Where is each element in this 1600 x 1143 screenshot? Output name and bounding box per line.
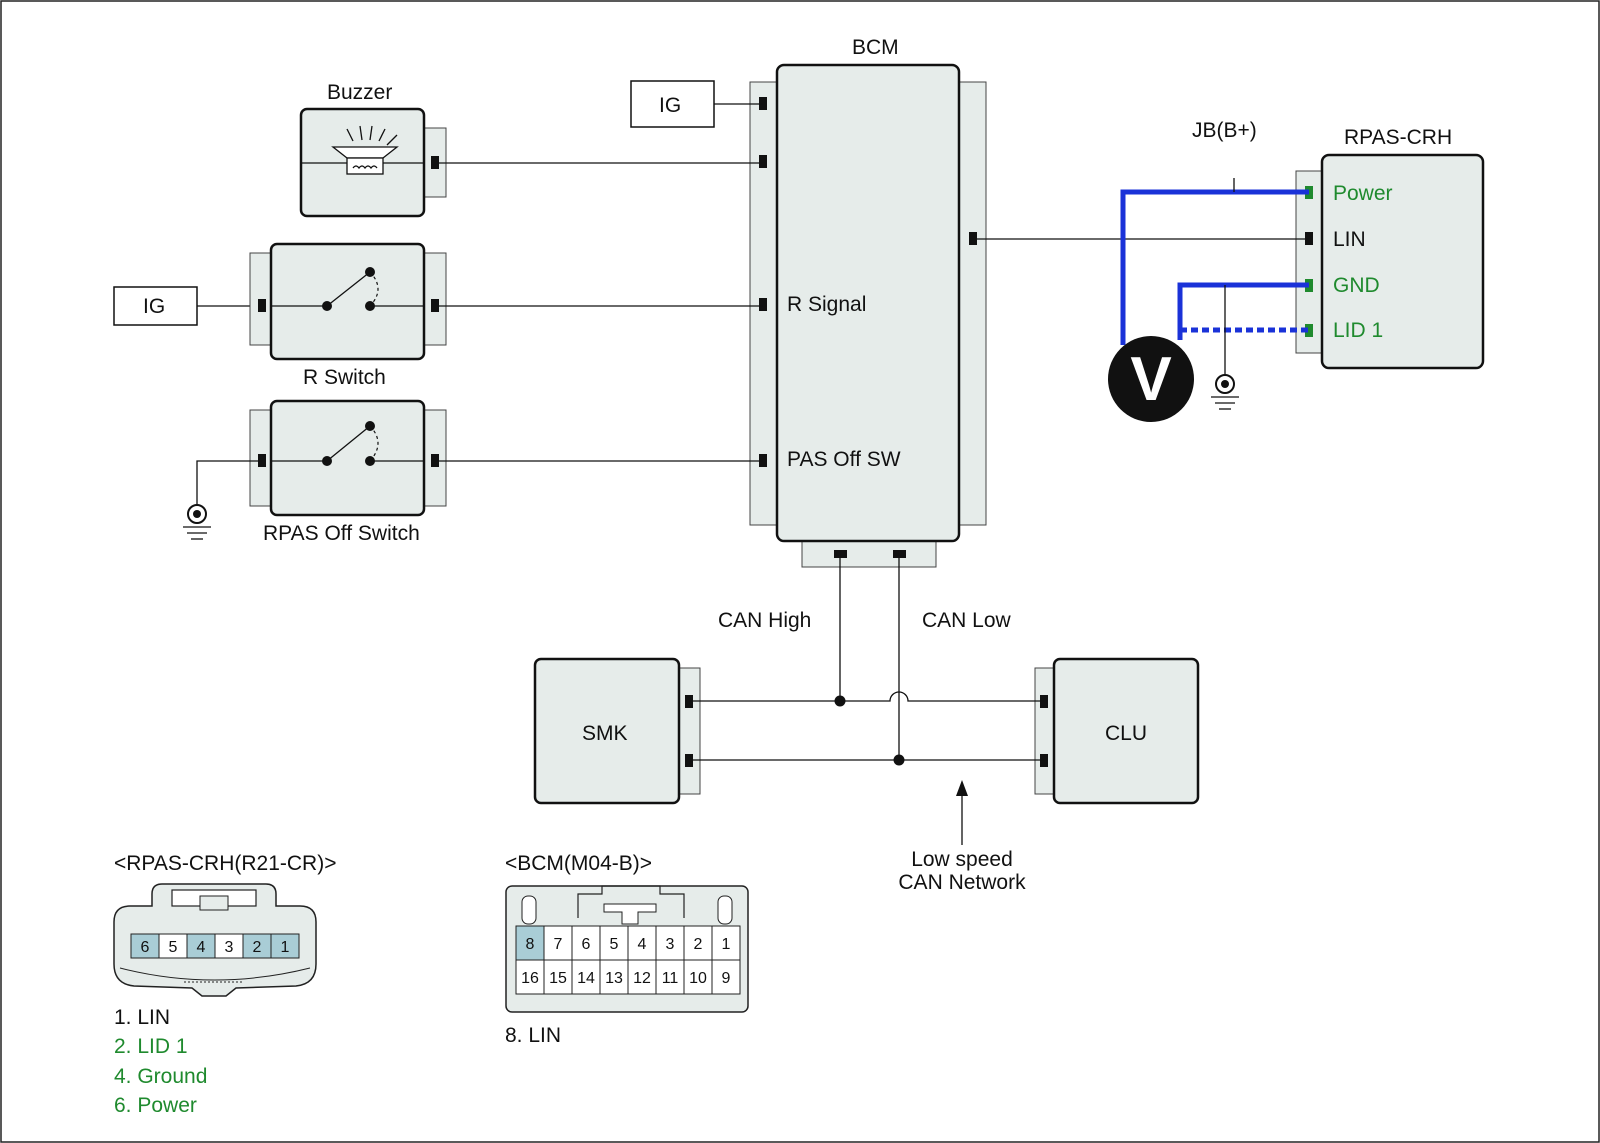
ground-icon	[183, 504, 211, 540]
bcm-pin-cell-label: 15	[549, 970, 567, 987]
bcm-pin-cell-label: 16	[521, 970, 539, 987]
rpas-pin-cell-label: 5	[169, 939, 178, 956]
bcm-pin-cell-label: 14	[577, 970, 595, 987]
bcm-connector-title: <BCM(M04-B)>	[505, 852, 652, 875]
smk-label: SMK	[582, 722, 628, 745]
can-note-line2: CAN Network	[898, 871, 1026, 894]
ig-left-label: IG	[143, 295, 165, 318]
rpas-crh-pin-lin: LIN	[1333, 228, 1366, 251]
buzzer-icon	[301, 125, 424, 175]
bcm-pin-cell	[543, 925, 573, 961]
rpas-legend-2: 2. LID 1	[114, 1035, 188, 1058]
rpas-pin-cell-label: 1	[281, 939, 290, 956]
ig-top-label: IG	[659, 94, 681, 117]
can-high-label: CAN High	[718, 609, 811, 632]
ground-icon	[1211, 374, 1239, 410]
bcm-pin-cell-label: 8	[526, 936, 535, 953]
clu-module: CLU	[1034, 657, 1200, 805]
rpas-pin-cell-label: 3	[225, 939, 234, 956]
rpas-crh-pin-power: Power	[1333, 182, 1393, 205]
switch-icon	[271, 421, 424, 466]
voltmeter-leads	[1120, 189, 1309, 345]
bcm-pin-cell	[627, 925, 657, 961]
bcm-legend-8: 8. LIN	[505, 1024, 561, 1047]
bcm-pin-cell	[515, 959, 545, 995]
voltmeter-icon: V	[1108, 336, 1194, 422]
bcm-pin-cell-label: 7	[554, 936, 563, 953]
rpas-off-switch-component: RPAS Off Switch	[249, 399, 447, 545]
bcm-pin-cell	[683, 959, 713, 995]
rpas-legend-4: 4. Ground	[114, 1065, 207, 1088]
voltmeter-label: V	[1130, 345, 1171, 414]
rpas-crh-title: RPAS-CRH	[1344, 126, 1452, 149]
bcm-pin-cell-label: 6	[582, 936, 591, 953]
bcm-title: BCM	[852, 36, 899, 59]
smk-module: SMK	[533, 657, 701, 805]
rpas-off-switch-label: RPAS Off Switch	[263, 522, 420, 545]
rpas-pin-cell-label: 2	[253, 939, 262, 956]
bcm-connector-face: 8 7 6 5 4 3 2 1 16 15 14 13 12 11 10 9	[505, 885, 749, 1013]
bcm-pin-cell-label: 1	[722, 936, 731, 953]
bcm-pin-cell	[571, 959, 601, 995]
can-low-label: CAN Low	[922, 609, 1012, 632]
bcm-pin-cell-label: 2	[694, 936, 703, 953]
rpas-connector-title: <RPAS-CRH(R21-CR)>	[114, 852, 336, 875]
ig-source-left: IG	[113, 286, 198, 326]
bcm-pin-cell-label: 9	[722, 970, 731, 987]
bcm-pas-off-sw-label: PAS Off SW	[787, 448, 901, 471]
bcm-pin-cell-label: 10	[689, 970, 707, 987]
rpas-pin-cell	[186, 933, 216, 959]
ig-source-top: IG	[630, 80, 715, 128]
bcm-pin-cell	[711, 959, 741, 995]
rpas-pin-cell	[242, 933, 272, 959]
bcm-pin-cell-label: 12	[633, 970, 651, 987]
bcm-r-signal-label: R Signal	[787, 293, 866, 316]
rpas-pin-cell-label: 6	[141, 939, 150, 956]
buzzer-component: Buzzer	[299, 81, 447, 218]
buzzer-label: Buzzer	[327, 81, 392, 104]
rpas-connector-face: 6 5 4 3 2 1	[113, 883, 317, 997]
bcm-pin-cell-label: 11	[662, 970, 679, 987]
rpas-crh-pin-lid1: LID 1	[1333, 319, 1383, 342]
bcm-pin-cell-label: 4	[638, 936, 647, 953]
can-note-line1: Low speed	[911, 848, 1013, 871]
bcm-module: BCM R Signal PAS Off SW	[749, 36, 987, 568]
r-switch-component: R Switch	[249, 242, 447, 389]
switch-icon	[271, 267, 424, 311]
rpas-crh-module: RPAS-CRH Power LIN GND LID 1	[1295, 126, 1485, 370]
r-switch-label: R Switch	[303, 366, 386, 389]
bcm-pin-cell	[599, 925, 629, 961]
bcm-pin-cell-label: 13	[605, 970, 623, 987]
bcm-pin-cell-label: 5	[610, 936, 619, 953]
rpas-legend-1: 1. LIN	[114, 1006, 170, 1029]
rpas-crh-pin-gnd: GND	[1333, 274, 1380, 297]
bcm-pin-cell-label: 3	[666, 936, 675, 953]
can-network-arrow	[956, 780, 968, 845]
bcm-pin-cell	[627, 959, 657, 995]
clu-label: CLU	[1105, 722, 1147, 745]
rpas-pin-cell-label: 4	[197, 939, 206, 956]
rpas-pin-cell	[270, 933, 300, 959]
rpas-legend-6: 6. Power	[114, 1094, 197, 1117]
jb-b-plus-label: JB(B+)	[1192, 119, 1257, 142]
